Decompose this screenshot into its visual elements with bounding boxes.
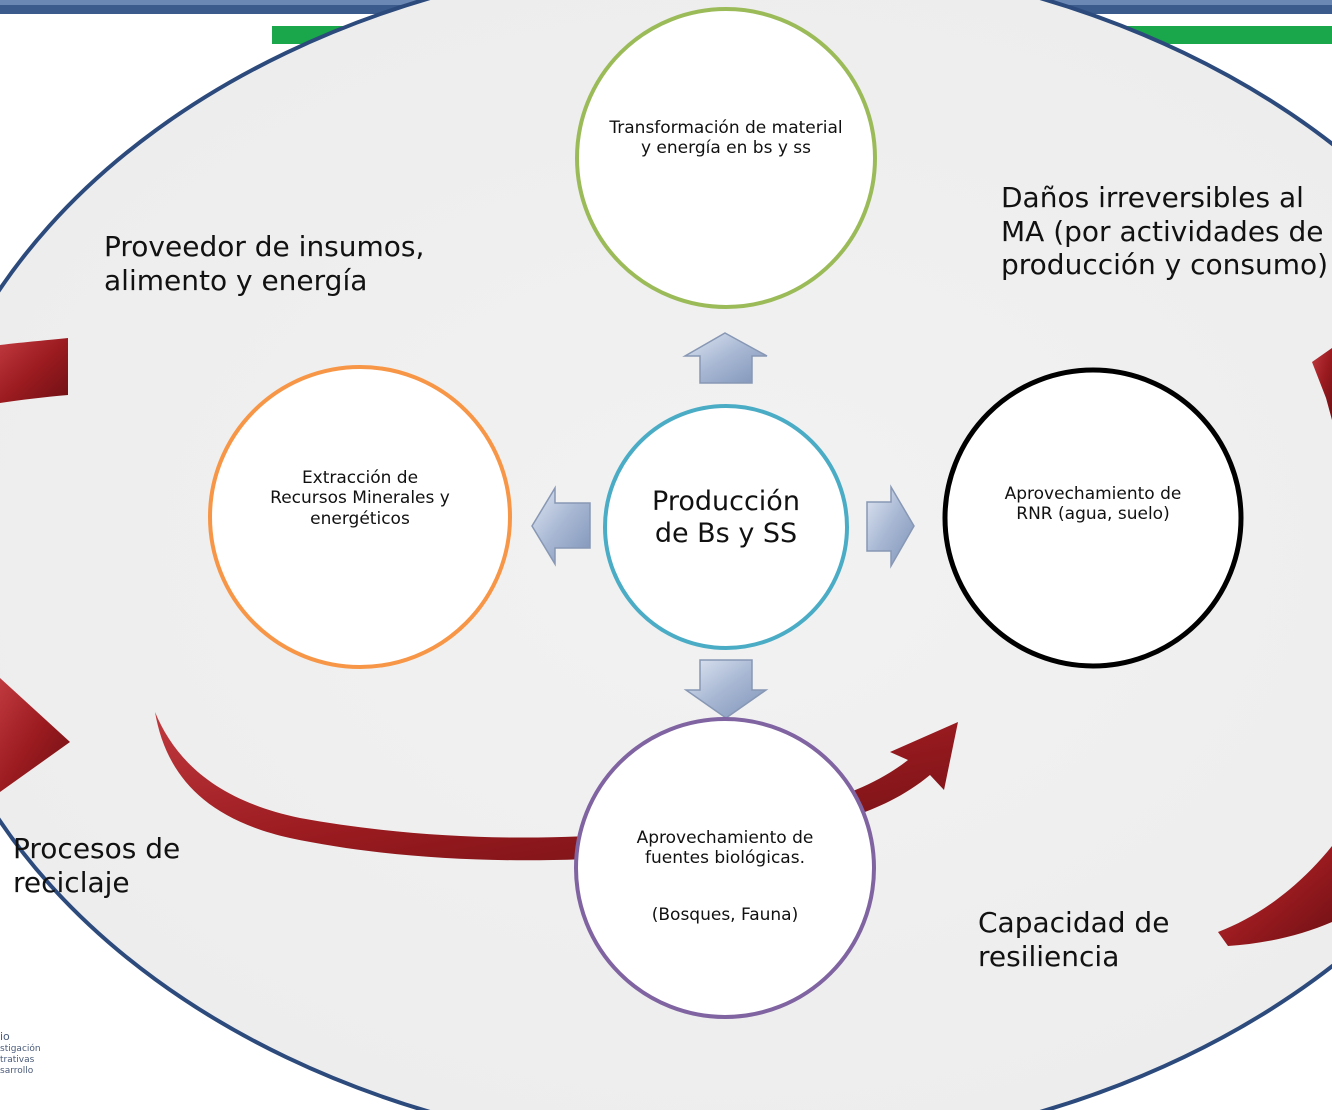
node-right-text: Aprovechamiento de RNR (agua, suelo) (1004, 484, 1182, 525)
label-proveedor: Proveedor de insumos, alimento y energía (104, 230, 425, 297)
node-bottom-subtext: (Bosques, Fauna) (651, 905, 799, 925)
node-left-text: Extracción de Recursos Minerales y energ… (270, 468, 450, 529)
logo-line: io (0, 1030, 10, 1043)
cycle-arrow-left-top (0, 338, 68, 403)
circle-bottom-biologicas (574, 717, 876, 1019)
circle-top-transformacion (575, 7, 877, 309)
arrow-left (531, 485, 591, 567)
logo-line: trativas (0, 1055, 35, 1065)
circle-right-rnr (942, 367, 1244, 669)
arrow-down (683, 659, 769, 719)
logo-line: stigación (0, 1043, 41, 1054)
circle-center-produccion (603, 404, 849, 650)
node-top-text: Transformación de material y energía en … (609, 118, 843, 159)
arrow-up (682, 332, 768, 384)
node-bottom-text: Aprovechamiento de fuentes biológicas. (636, 828, 814, 869)
arrow-right (866, 484, 915, 569)
logo-line: sarrollo (0, 1066, 34, 1077)
cycle-arrow-left-head (0, 678, 70, 792)
institution-logo: io stigación trativas sarrollo (0, 1030, 41, 1078)
node-center-text: Producción de Bs y SS (652, 486, 800, 550)
label-resiliencia: Capacidad de resiliencia (978, 906, 1170, 973)
cycle-arrow-right-top (1312, 348, 1332, 420)
circle-left-extraccion (208, 365, 512, 669)
label-danos: Daños irreversibles al MA (por actividad… (1001, 181, 1329, 282)
cycle-arrow-right-bottom (1218, 846, 1332, 946)
label-reciclaje: Procesos de reciclaje (13, 832, 181, 899)
